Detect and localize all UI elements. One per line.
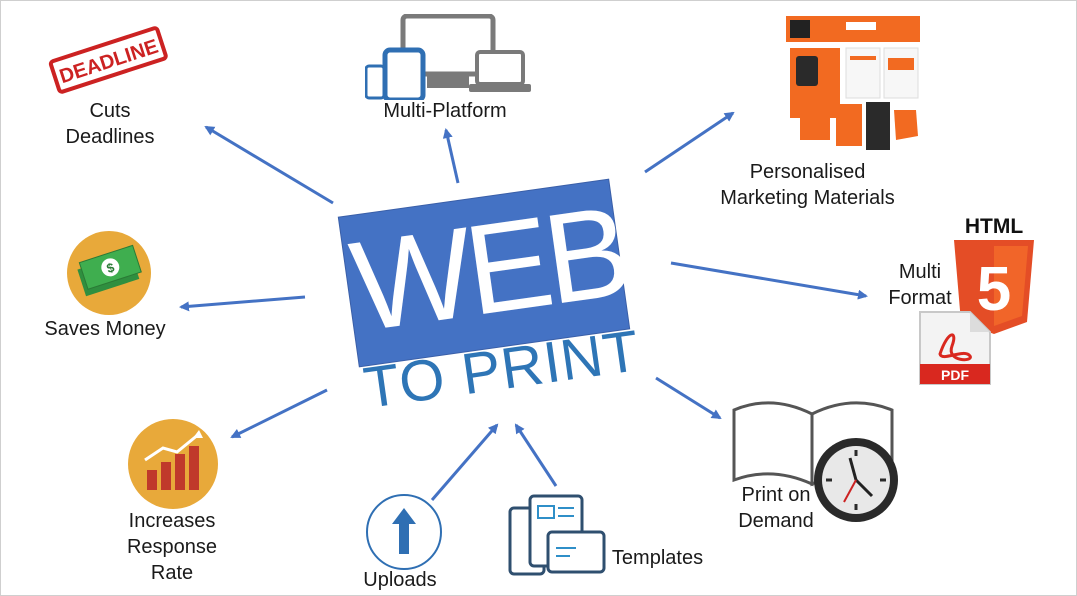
html-badge-text: HTML	[964, 215, 1024, 238]
label-templates: Templates	[611, 547, 704, 569]
book-clock-icon	[732, 401, 898, 522]
arrow-to-saves-money	[179, 295, 306, 312]
html5-icon: 5	[954, 240, 1034, 334]
pdf-icon: PDF	[919, 311, 991, 385]
upload-arrow-icon	[366, 494, 442, 570]
html5-number: 5	[977, 255, 1011, 324]
arrow-to-multi-format	[670, 261, 868, 300]
label-personalised-marketing: Personalised Marketing Materials	[720, 161, 895, 209]
money-icon: $	[67, 231, 151, 315]
arrow-to-templates	[514, 423, 558, 487]
label-multi-format: Multi Format	[888, 261, 952, 309]
bar-chart-growth-icon	[128, 419, 218, 509]
label-uploads: Uploads	[363, 569, 437, 591]
arrow-to-response-rate	[230, 388, 328, 439]
label-print-on-demand: Print on Demand	[738, 484, 814, 532]
devices-icon	[365, 14, 531, 100]
arrow-to-marketing	[644, 111, 735, 174]
marketing-collage-icon	[786, 16, 920, 150]
pdf-text: PDF	[941, 367, 969, 383]
arrow-to-deadlines	[204, 125, 334, 205]
label-saves-money: Saves Money	[44, 318, 166, 340]
arrow-to-uploads	[430, 423, 499, 501]
arrow-to-multi-platform	[442, 128, 460, 184]
deadline-stamp-icon: DEADLINE	[48, 26, 168, 94]
label-increases-response-rate: Increases Response Rate	[126, 510, 218, 584]
label-cuts-deadlines: Cuts Deadlines	[65, 100, 155, 148]
label-multi-platform: Multi-Platform	[383, 100, 507, 122]
templates-icon	[508, 494, 606, 576]
arrow-to-print-on-demand	[655, 376, 722, 420]
